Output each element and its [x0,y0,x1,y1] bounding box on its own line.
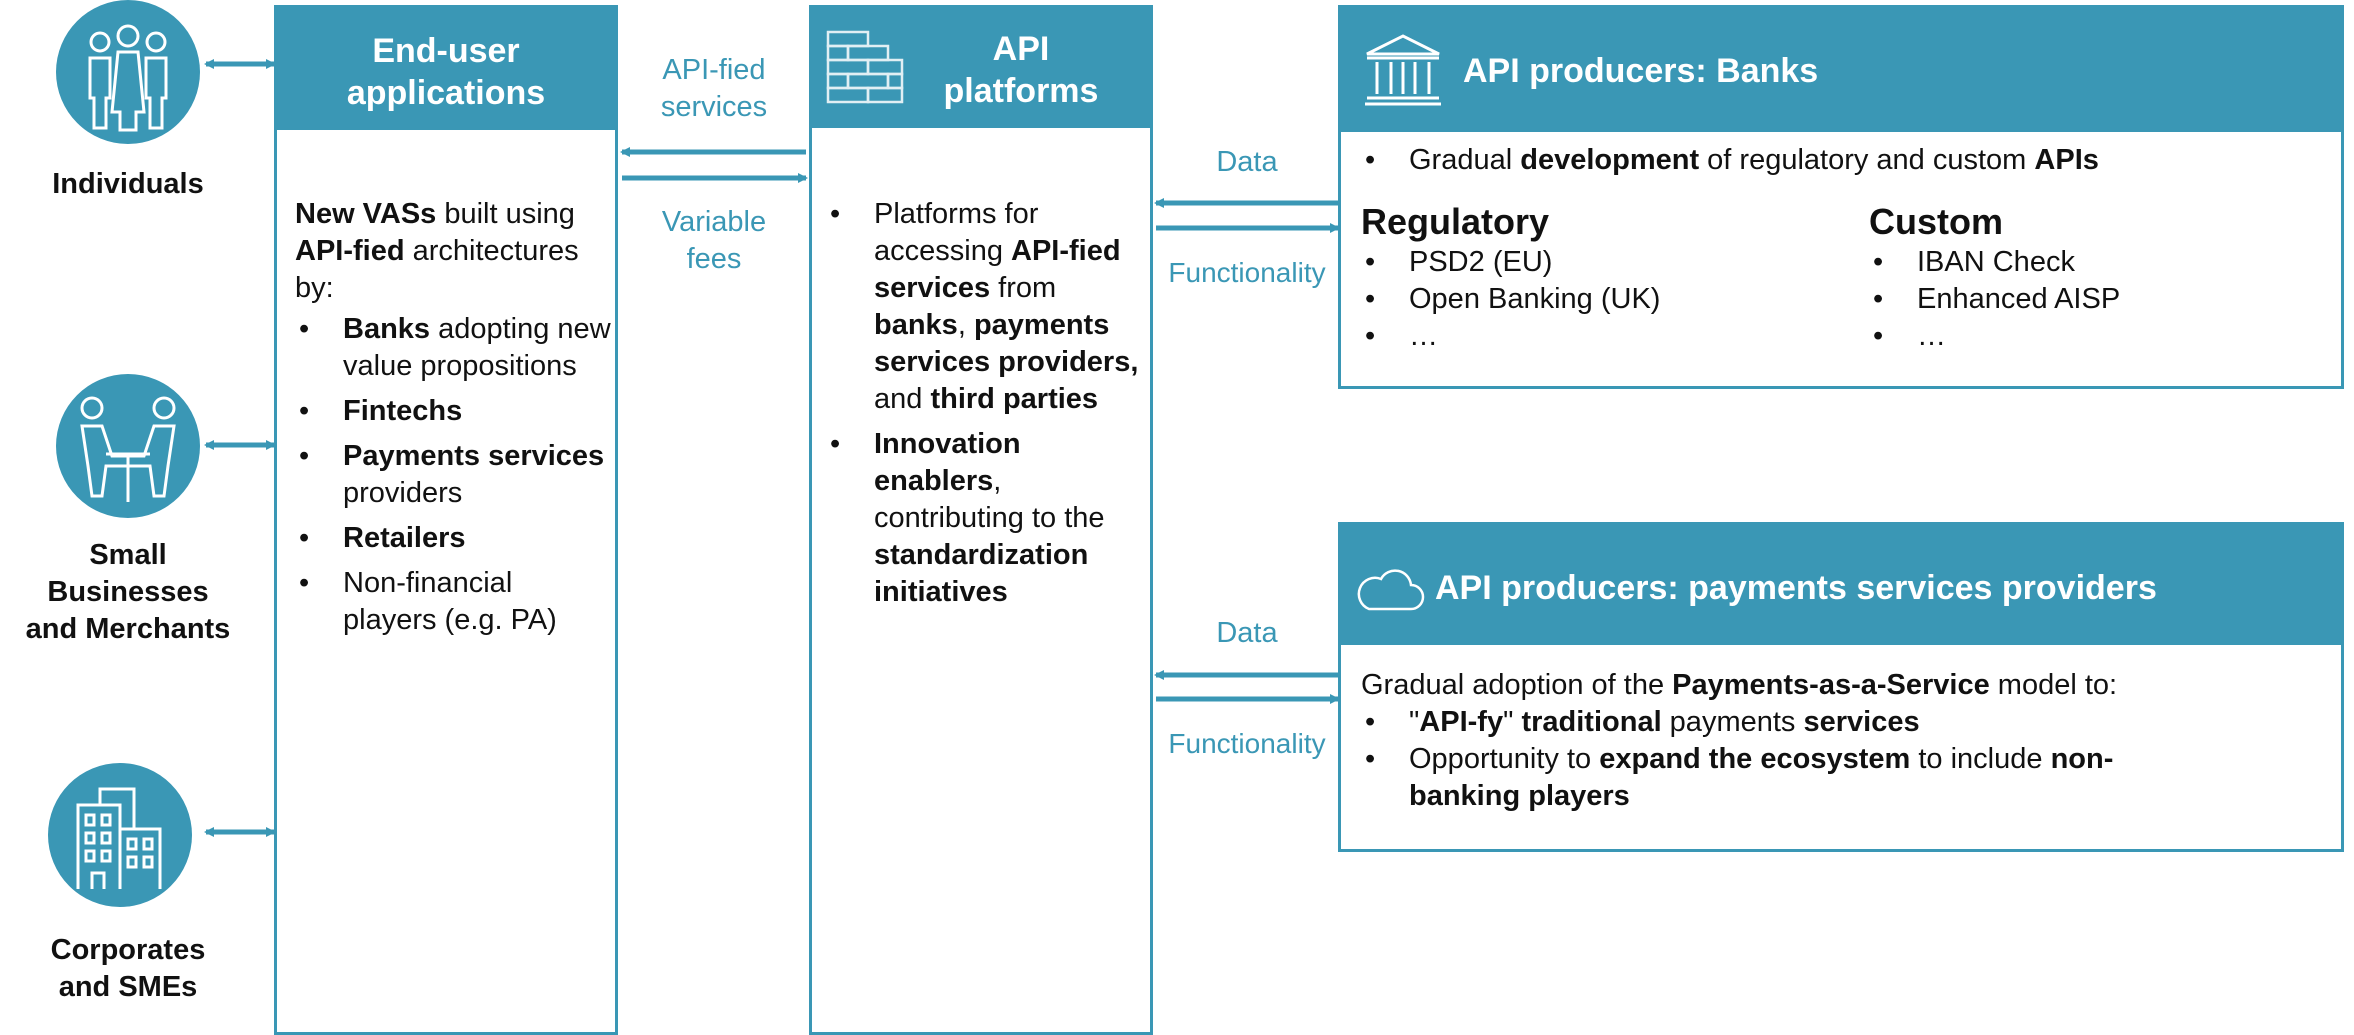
api-platforms-list: Platforms for accessing API-fied service… [826,196,1148,611]
small-businesses-icon-circle [56,374,200,518]
list-item: IBAN Check [1869,244,2329,281]
list-item: Retailers [295,520,611,557]
api-platforms-box: API platforms Platforms for accessing AP… [809,5,1153,1035]
banks-content: Gradual development of regulatory and cu… [1361,142,2321,179]
list-item: Platforms for accessing API-fied service… [826,196,1148,418]
end-user-intro-text-2: architectures by: [295,235,579,304]
api-producers-psp-box: API producers: payments services provide… [1338,522,2344,852]
banks-data-label: Data [1216,146,1278,178]
api-fied-services-line-1: API-fied [662,54,766,86]
custom-list: IBAN Check Enhanced AISP … [1869,244,2329,355]
list-item: Open Banking (UK) [1361,281,1841,318]
small-businesses-label-line-3: and Merchants [25,613,231,645]
corporates-icon-circle [48,763,192,907]
brick-wall-icon [826,30,904,104]
api-platforms-header: API platforms [812,8,1150,128]
end-user-applications-box: End-user applications New VASs built usi… [274,5,618,1035]
end-user-intro-bold-2: API-fied [295,235,405,267]
end-user-applications-content: New VASs built using API-fied architectu… [295,196,611,639]
end-user-list: Banks adopting new value propositions Fi… [295,311,611,639]
api-fied-services-line-2: services [660,91,768,123]
list-item: PSD2 (EU) [1361,244,1841,281]
end-user-intro-text-1: built using [436,198,575,230]
corporates-label-line-1: Corporates [50,934,206,966]
regulatory-column: Regulatory PSD2 (EU) Open Banking (UK) … [1361,200,1841,355]
variable-fees-label: Variable fees [622,204,806,278]
list-item: Gradual development of regulatory and cu… [1361,142,2321,179]
small-businesses-label-line-1: Small [89,539,167,571]
custom-column: Custom IBAN Check Enhanced AISP … [1869,200,2329,355]
individuals-icon-circle [56,0,200,144]
list-item: … [1361,318,1841,355]
corporates-label: Corporates and SMEs [0,932,256,1006]
banks-title: API producers: Banks [1463,52,1819,90]
api-producers-banks-box: API producers: Banks Gradual development… [1338,5,2344,389]
end-user-title-line-2: applications [346,74,546,112]
end-user-intro: New VASs built using API-fied architectu… [295,196,611,307]
end-user-intro-bold-1: New VASs [295,198,437,230]
psp-list: "API-fy" traditional payments services O… [1361,704,2321,815]
api-fied-services-label: API-fied services [622,52,806,126]
list-item: Innovation enablers, contributing to the… [826,426,1148,611]
psp-header: API producers: payments services provide… [1341,525,2341,645]
variable-fees-line-1: Variable [661,206,767,238]
psp-content: Gradual adoption of the Payments-as-a-Se… [1361,667,2321,815]
psp-title: API producers: payments services provide… [1435,569,2157,607]
banks-header: API producers: Banks [1341,8,2341,132]
individuals-label: Individuals [52,168,204,200]
list-item: Fintechs [295,393,611,430]
cloud-icon [1357,569,1425,611]
list-item: Opportunity to expand the ecosystem to i… [1361,741,2209,815]
list-item: … [1869,318,2329,355]
meeting-icon [80,396,176,502]
end-user-applications-header: End-user applications [277,8,615,130]
regulatory-list: PSD2 (EU) Open Banking (UK) … [1361,244,1841,355]
bank-icon [1365,34,1441,106]
banks-functionality-label: Functionality [1168,257,1326,288]
variable-fees-line-2: fees [686,243,742,275]
regulatory-heading: Regulatory [1361,201,1550,242]
buildings-icon [76,787,162,889]
small-businesses-label: Small Businesses and Merchants [0,537,256,648]
small-businesses-label-line-2: Businesses [47,576,209,608]
psp-data-label: Data [1216,617,1278,649]
api-platforms-title-line-1: API [992,30,1050,68]
list-item: Enhanced AISP [1869,281,2329,318]
end-user-applications-title: End-user applications [277,30,615,114]
people-group-icon [88,24,168,132]
api-platforms-title-line-2: platforms [943,72,1099,110]
api-platforms-content: Platforms for accessing API-fied service… [826,196,1148,611]
list-item: Payments services providers [295,438,611,512]
end-user-title-line-1: End-user [372,32,520,70]
psp-intro: Gradual adoption of the Payments-as-a-Se… [1361,669,2118,701]
list-item: "API-fy" traditional payments services [1361,704,2321,741]
psp-functionality-label: Functionality [1168,728,1326,759]
corporates-label-line-2: and SMEs [58,971,198,1003]
list-item: Banks adopting new value propositions [295,311,611,385]
list-item: Non-financial players (e.g. PA) [295,565,611,639]
api-platforms-title: API platforms [892,28,1150,112]
custom-heading: Custom [1869,201,2003,242]
banks-intro-list: Gradual development of regulatory and cu… [1361,142,2321,179]
